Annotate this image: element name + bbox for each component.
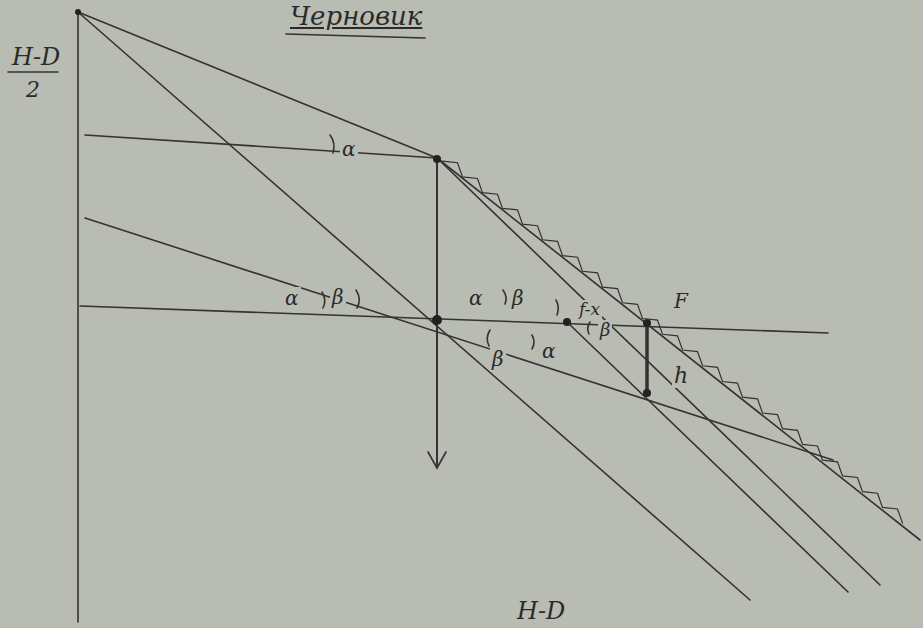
point	[563, 318, 571, 326]
ray	[78, 12, 750, 600]
image-segment	[645, 323, 649, 393]
sheet-title: Черновик	[288, 2, 424, 30]
angle-label: α	[283, 287, 301, 309]
angle-label: β	[330, 286, 346, 308]
ray	[567, 322, 848, 592]
object-line	[77, 12, 79, 622]
angle-arc	[532, 335, 534, 349]
ray	[85, 218, 833, 460]
ray	[78, 12, 437, 158]
angle-arc	[556, 300, 558, 315]
angle-arc	[588, 322, 590, 334]
lens-center	[432, 315, 442, 325]
angle-arc	[503, 290, 506, 304]
ray	[85, 135, 437, 158]
angle-label: α	[540, 340, 558, 362]
height-label: h	[672, 364, 690, 388]
angle-arc	[356, 290, 359, 308]
distance-label: f-x	[577, 300, 602, 319]
dimension-label: H-D	[515, 598, 567, 624]
dimension-label: H-D	[10, 44, 62, 70]
fraction-bar	[8, 71, 58, 73]
title-underline	[286, 34, 425, 38]
focus-point	[643, 319, 651, 327]
angle-arc	[322, 292, 325, 308]
angle-label: β	[490, 348, 506, 370]
wavy-ray	[443, 161, 903, 523]
ray	[437, 158, 920, 540]
dimension-label: 2	[24, 78, 42, 102]
optical-axis	[80, 306, 828, 333]
point	[433, 155, 441, 163]
angle-label: β	[510, 287, 526, 309]
lens-arrowhead	[428, 452, 446, 468]
point	[643, 389, 651, 397]
lens	[436, 160, 438, 465]
ray	[437, 158, 880, 585]
angle-label: α	[340, 138, 358, 160]
angle-label: β	[598, 320, 612, 340]
angle-label: α	[467, 287, 485, 309]
angle-arc	[330, 135, 334, 153]
focus-label: F	[672, 290, 690, 312]
angle-arc	[487, 330, 490, 346]
point	[75, 9, 81, 15]
